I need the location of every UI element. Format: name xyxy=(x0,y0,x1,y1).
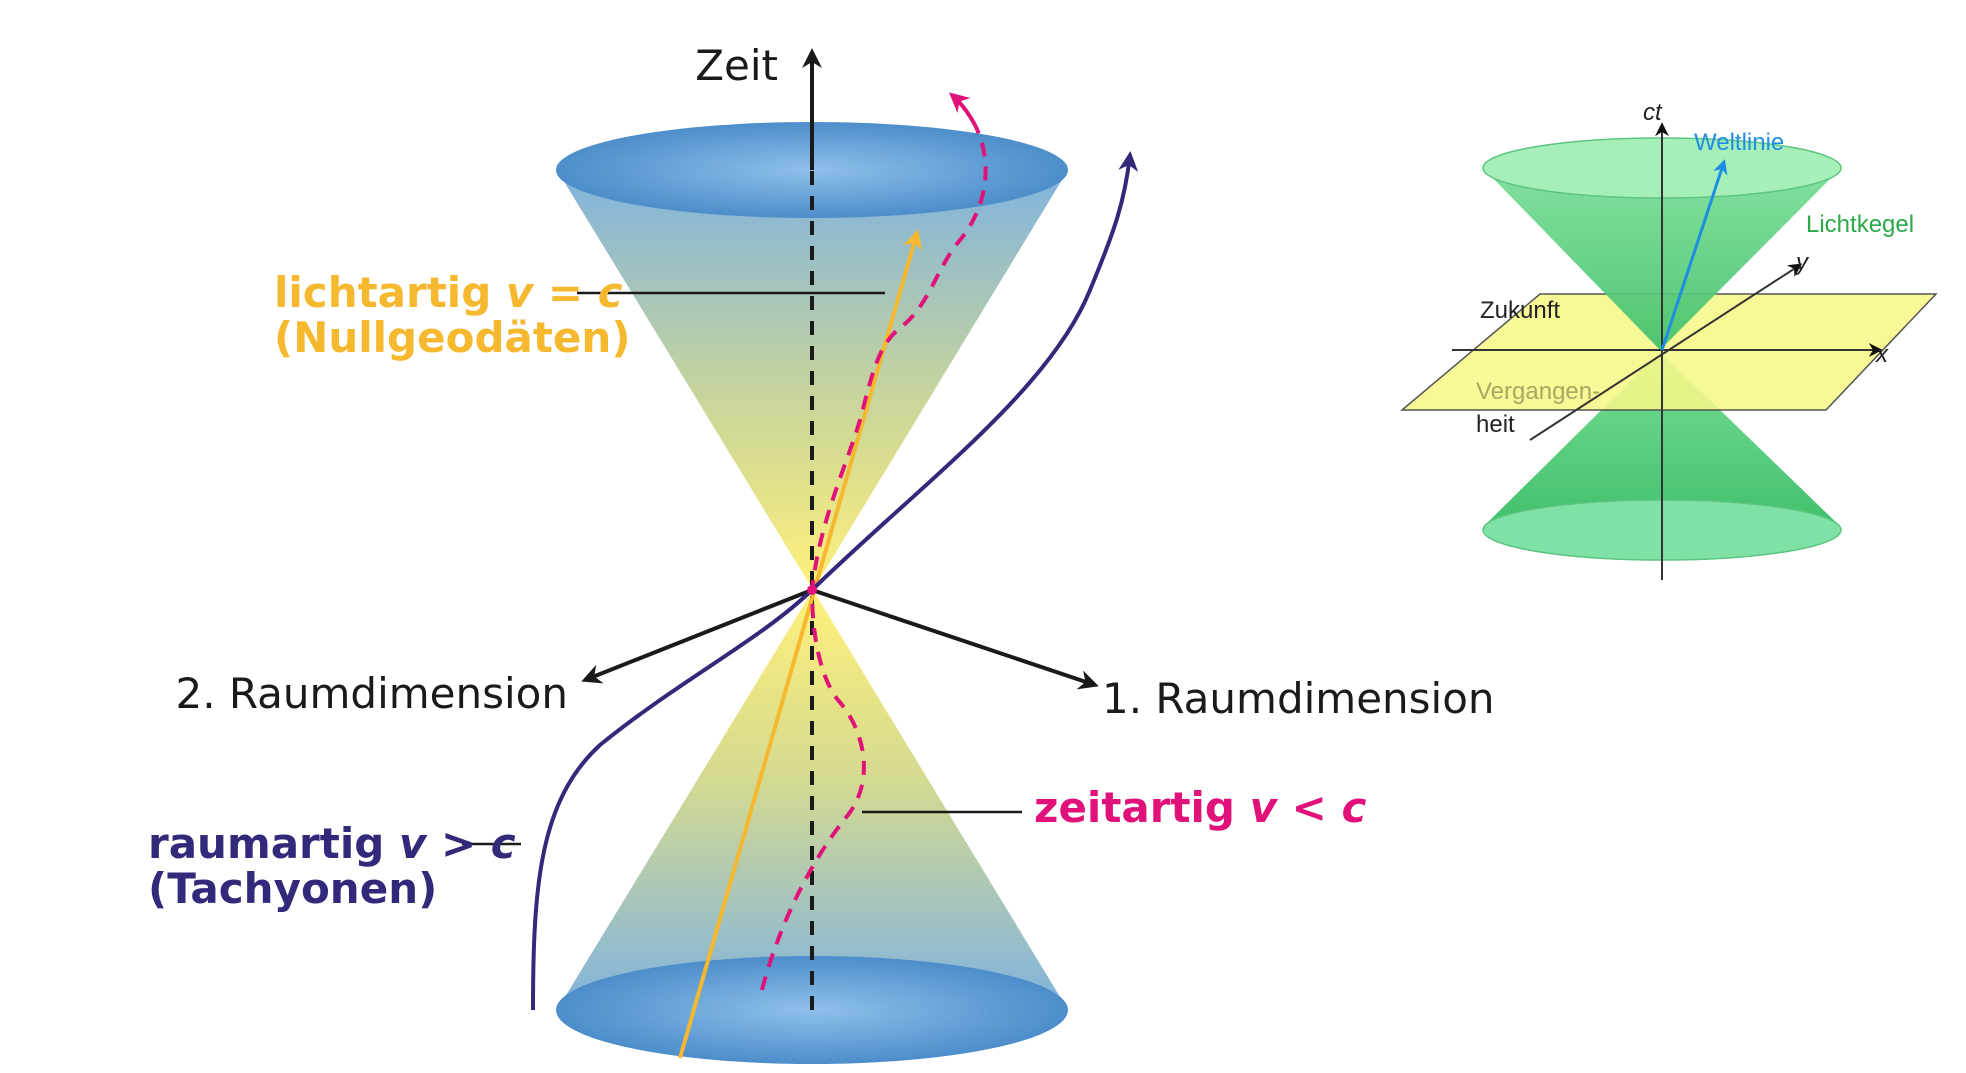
timelike-worldline-arrowhead xyxy=(948,92,977,126)
timelike-worldline xyxy=(760,124,988,991)
inset-light-cone xyxy=(1399,122,1938,580)
inset-future-label: Zukunft xyxy=(1480,297,1560,324)
space-axis-1-arrow xyxy=(811,588,1099,690)
lightlike-worldline xyxy=(678,229,923,1059)
inset-worldline xyxy=(1660,159,1728,351)
inset-worldline-label: Weltlinie xyxy=(1694,129,1784,156)
space-axis-2-label: 2. Raumdimension xyxy=(175,669,568,718)
timelike-label: zeitartig v < c xyxy=(1034,783,1366,832)
inset-plane xyxy=(1399,293,1938,411)
inset-x-label: x xyxy=(1875,341,1889,368)
space-axis-2-arrow xyxy=(581,588,813,684)
inset-lightcone-label: Lichtkegel xyxy=(1806,211,1914,238)
event-origin xyxy=(807,585,817,595)
inset-y-label: y xyxy=(1794,249,1810,276)
inset-past-label-line2: heit xyxy=(1476,411,1515,438)
spacelike-label: raumartig v > c xyxy=(148,819,516,868)
lightlike-label: lichtartig v = c xyxy=(274,268,623,317)
inset-past-label-line1: Vergangen- xyxy=(1476,378,1600,405)
inset-ct-label: ct xyxy=(1643,99,1663,126)
space-axis-1-label: 1. Raumdimension xyxy=(1102,674,1495,723)
time-axis-label: Zeit xyxy=(695,41,778,90)
spacelike-sublabel: (Tachyonen) xyxy=(148,864,437,913)
inset-y-axis xyxy=(1529,263,1803,441)
lightlike-sublabel: (Nullgeodäten) xyxy=(274,313,631,362)
